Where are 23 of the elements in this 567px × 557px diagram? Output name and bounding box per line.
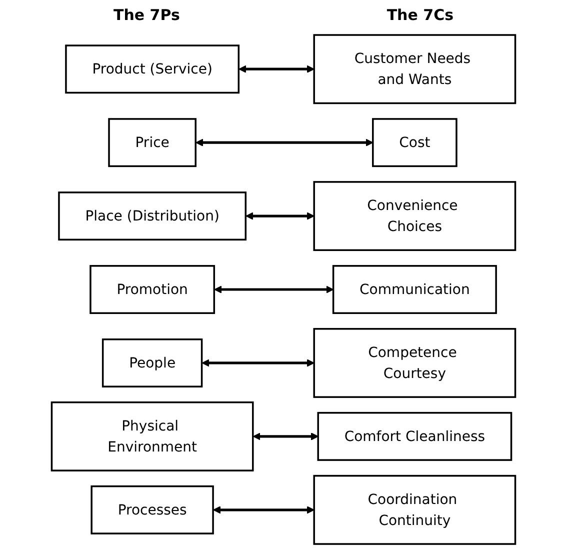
column-heading: The 7Cs <box>386 6 454 26</box>
node-box: Communication <box>332 265 497 314</box>
node-box: Promotion <box>90 265 216 314</box>
node-box: Processes <box>90 485 214 534</box>
arrow <box>196 138 374 146</box>
node-box: Convenience Choices <box>313 181 516 252</box>
node-box: Price <box>108 118 196 168</box>
column-heading: The 7Ps <box>113 6 180 26</box>
node-box: People <box>102 338 203 388</box>
node-box: Place (Distribution) <box>58 192 247 241</box>
arrow <box>213 506 314 514</box>
node-box: Competence Courtesy <box>313 328 516 398</box>
arrow <box>214 286 334 294</box>
arrow <box>238 65 314 73</box>
node-box: Comfort Cleanliness <box>317 412 512 461</box>
node-box: Physical Environment <box>50 401 254 472</box>
node-box: Customer Needs and Wants <box>313 34 516 104</box>
arrow <box>252 432 318 440</box>
node-box: Coordination Continuity <box>313 474 516 545</box>
node-box: Product (Service) <box>65 44 240 94</box>
arrow <box>246 212 314 220</box>
arrow <box>202 359 314 367</box>
node-box: Cost <box>372 118 458 168</box>
